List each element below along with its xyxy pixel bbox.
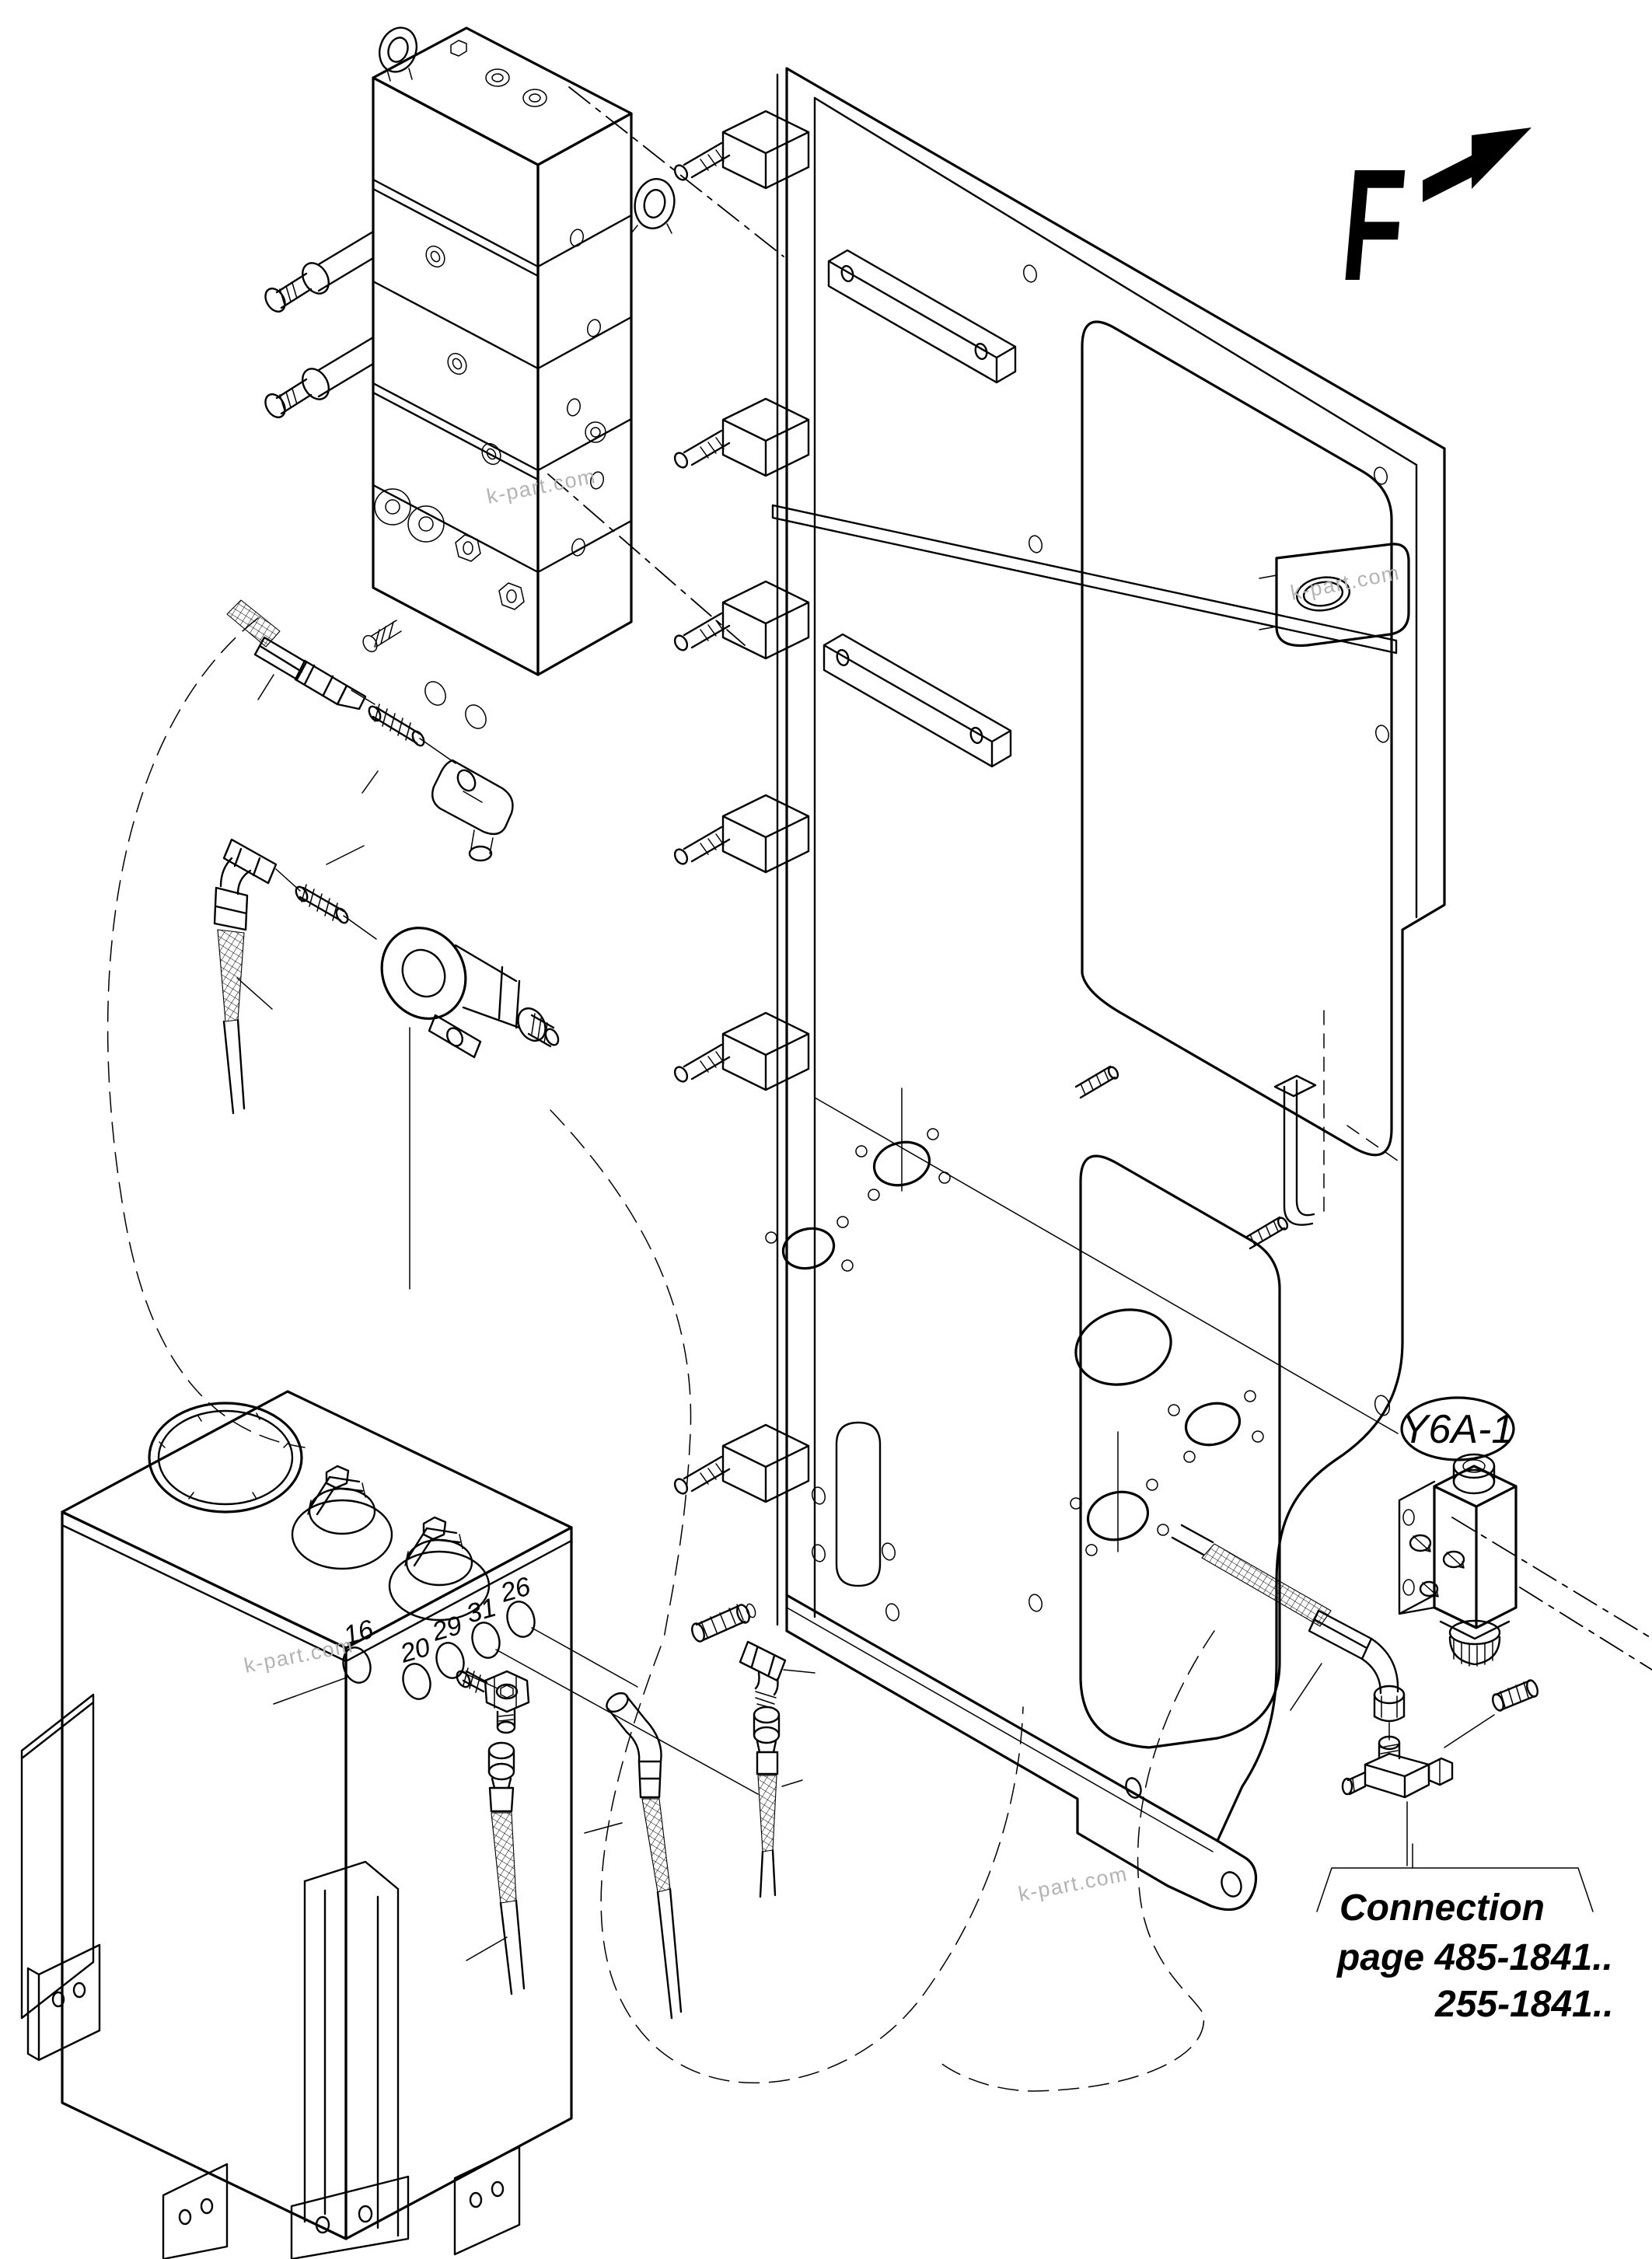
hose-to-valve: [1171, 1524, 1406, 1741]
solenoid-cartridge: [264, 336, 375, 419]
tank-rim: [61, 1524, 573, 1665]
note-bracket: [1316, 1843, 1594, 1912]
balloon-number: 29: [428, 1611, 466, 1647]
balloon-26: 26: [497, 1572, 638, 1688]
solenoid-cartridge: [264, 230, 375, 313]
lifting-eye-top: [379, 26, 417, 82]
exploded-view-axis-lines: [547, 86, 1652, 1671]
adapter-nipple: [1492, 1679, 1538, 1712]
breather-cap: [388, 1516, 491, 1622]
threaded-stud: [1244, 1216, 1289, 1250]
lifting-eye-right: [630, 178, 676, 234]
balloon-20: 20: [396, 1632, 434, 1700]
tank-left-face: [61, 1510, 348, 2240]
hose-vertical: [753, 1706, 803, 1898]
clamp: [673, 580, 810, 660]
panel-outline: [785, 67, 1446, 1842]
upper-cutout: [1081, 320, 1393, 1157]
direction-arrow-icon: [1472, 127, 1532, 189]
note-line-3: 255-1841..: [1434, 1984, 1614, 2025]
elbow-hose-fitting: [213, 838, 278, 1115]
bracket-tab: [1259, 543, 1410, 648]
watermark: k-part.com: [1288, 560, 1402, 605]
note-line-1: Connection: [1339, 1887, 1545, 1929]
pilot-valve-y6a1: Y6A-1: [1398, 1396, 1518, 1667]
direction-indicator: F: [1336, 127, 1532, 314]
valve-block-right-face: [536, 112, 633, 676]
connection-note: Connection page 485-1841.. 255-1841..: [1316, 1843, 1614, 2025]
tank-elbow-fitting: [456, 1667, 530, 1734]
hydraulic-tank: [20, 1390, 573, 2259]
tank-side-plate: [20, 1693, 95, 2020]
hidden-lines: [1323, 1010, 1402, 1213]
adapter-nipple: [691, 1603, 756, 1643]
leader-ticks: [257, 674, 379, 794]
direction-letter: F: [1336, 136, 1412, 314]
spacer-bar: [823, 633, 1012, 768]
elbow-fitting: [739, 1640, 787, 1709]
tank-right-face: [344, 1526, 573, 2240]
hook-bracket: [1273, 1074, 1317, 1226]
tee-fitting: [1341, 1735, 1454, 1799]
adapter-nipple: [295, 884, 349, 924]
watermarks: k-part.com k-part.com k-part.com k-part.…: [242, 464, 1402, 1906]
mounting-panel: [673, 67, 1446, 1912]
manhole-cover: [148, 1402, 303, 1514]
lower-cutout: [1079, 1154, 1281, 1749]
bleed-fitting: [362, 620, 402, 653]
threaded-stud: [1074, 1065, 1119, 1099]
shelf-bend-line: [814, 1097, 1399, 1434]
hose-end-fitting-group: [226, 599, 514, 862]
middle-hose-group: [584, 1603, 816, 2020]
control-valve-assembly: [264, 26, 676, 729]
clamp: [673, 110, 810, 190]
shelf-mounting-holes: [765, 1088, 1264, 1556]
panel-clamps: [673, 110, 810, 1503]
tank-hose: [466, 1741, 526, 1995]
watermark: k-part.com: [242, 1633, 355, 1678]
hose-elbow: [584, 1692, 683, 2020]
panel-small-holes: [812, 264, 1391, 1622]
clamp: [673, 1423, 810, 1503]
valve-spline-knob: [1439, 1619, 1511, 1667]
valve-port-plugs: [374, 40, 606, 729]
leader-ticks: [236, 845, 365, 1010]
elbow-fitting: [431, 759, 514, 862]
valve-label: Y6A-1: [1402, 1407, 1514, 1452]
diagonal-brace-strip: [771, 504, 1398, 655]
watermark: k-part.com: [484, 464, 598, 508]
spacer-bar: [827, 249, 1017, 384]
clamp: [673, 794, 810, 874]
leader-lines: [1406, 1714, 1495, 1866]
adapter-nipple: [368, 704, 425, 747]
tank-feet: [26, 1943, 521, 2259]
breather-cap: [291, 1465, 393, 1570]
watermark: k-part.com: [1016, 1862, 1130, 1906]
note-line-2: page 485-1841..: [1336, 1937, 1613, 1978]
clamp: [673, 1011, 810, 1091]
panel-slot: [835, 1421, 882, 1587]
leader-tick: [783, 1669, 816, 1674]
valve-section-seams: [372, 178, 540, 574]
hose-routing-phantom-lines: [107, 617, 1215, 2092]
bottom-flange: [785, 1594, 1258, 1912]
banjo-swivel-valve: [380, 927, 560, 1059]
right-hose-group: [1171, 1524, 1538, 1866]
tank-side-channel: [290, 1860, 410, 2259]
valve-body: [1398, 1453, 1518, 1629]
hose-braid-crimp: [226, 599, 281, 648]
flow-valve-group: [213, 838, 560, 1290]
panel-frame-inner: [776, 73, 1418, 1626]
valve-block-top-face: [372, 26, 633, 166]
direction-arrow-shaft: [1423, 155, 1472, 202]
clamp: [673, 397, 810, 477]
